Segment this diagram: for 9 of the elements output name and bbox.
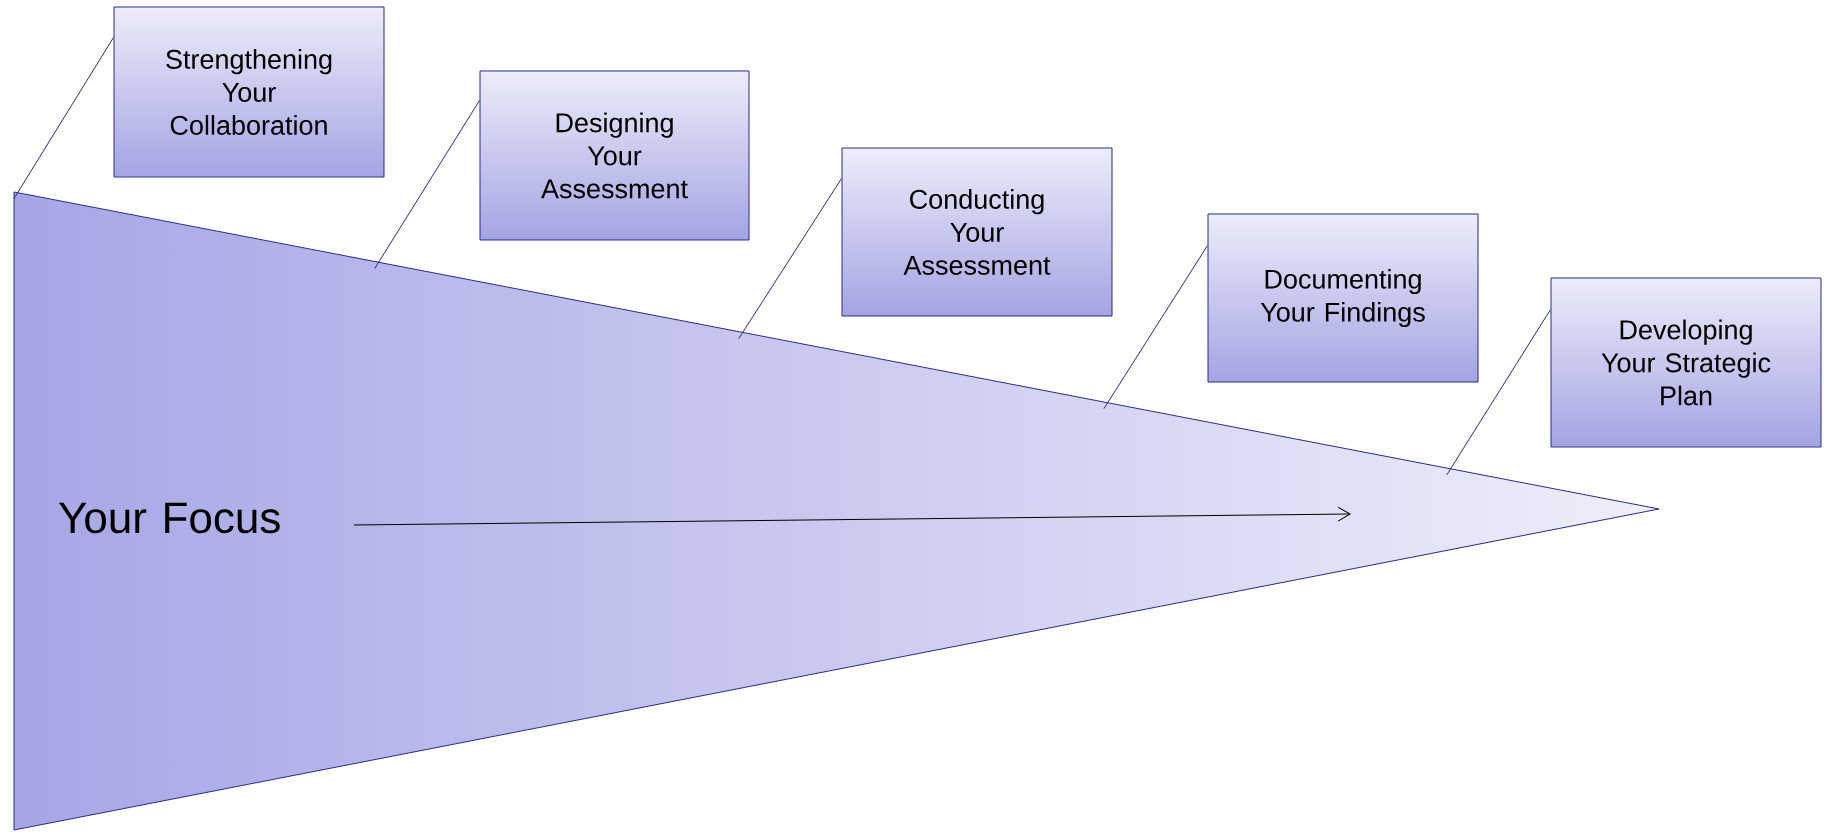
leader-line <box>1446 309 1551 476</box>
leader-line <box>13 37 114 200</box>
step-box: Conducting Your Assessment <box>841 147 1113 317</box>
leader-line <box>1103 245 1208 410</box>
step-box: Designing Your Assessment <box>479 70 750 241</box>
leader-line <box>374 100 480 269</box>
step-box: Developing Your Strategic Plan <box>1550 277 1822 448</box>
leader-line <box>738 178 842 339</box>
step-box: Strengthening Your Collaboration <box>113 6 385 178</box>
